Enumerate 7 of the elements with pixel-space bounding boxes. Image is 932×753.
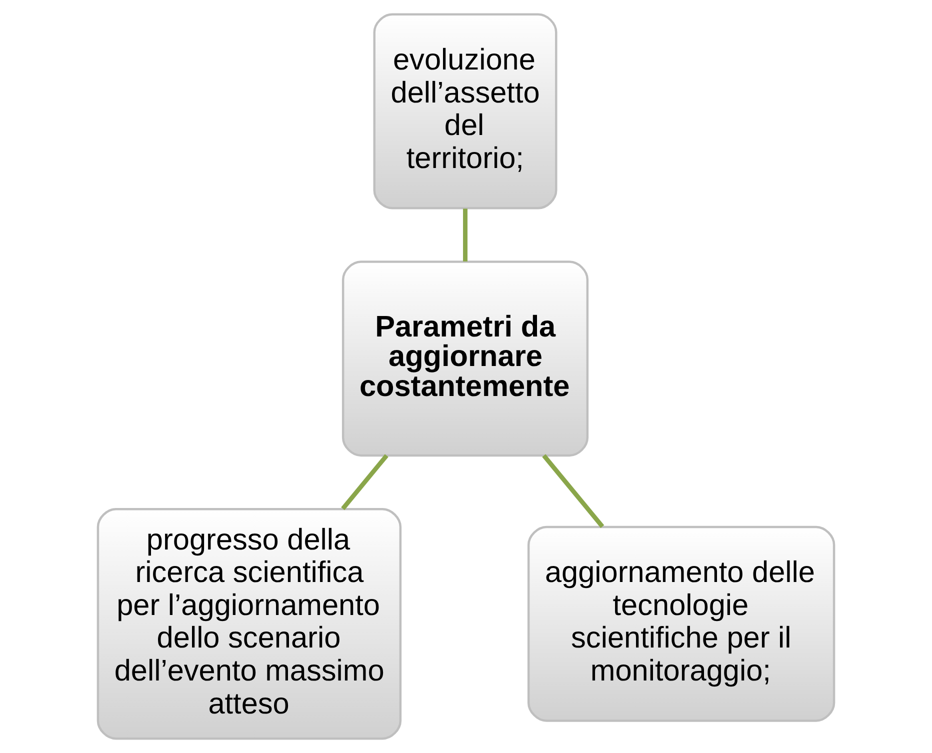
connector (542, 454, 604, 528)
node-box: aggiornamento delle tecnologie scientifiche per il monitoraggio; (527, 526, 836, 722)
node-box: evoluzione dell’assetto del territorio; (373, 13, 558, 210)
connector (341, 454, 388, 510)
connector (463, 208, 468, 262)
node-box: progresso della ricerca scientifica per l’aggiornamento dello scenario dell’evento massimo atteso (96, 508, 402, 740)
node-box: Parametri da aggiornare costantemente (342, 260, 589, 457)
